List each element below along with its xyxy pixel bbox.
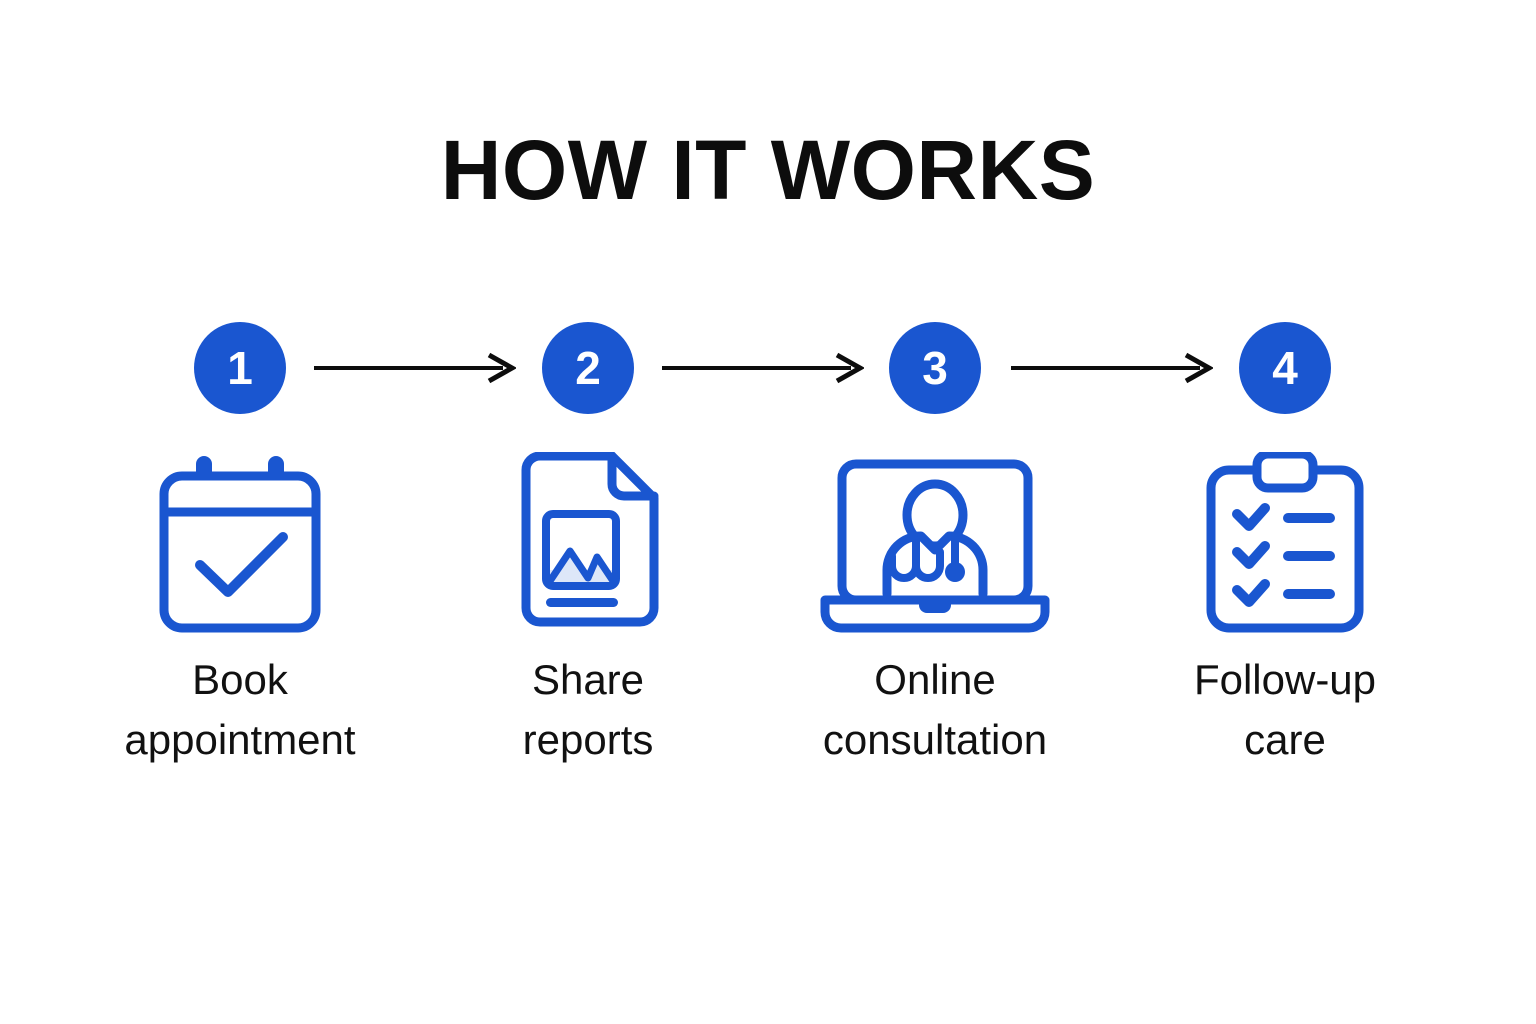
step-item-1[interactable]: Book appointment bbox=[80, 452, 400, 770]
step-label-3: Online consultation bbox=[822, 656, 1048, 763]
step-item-2[interactable]: Share reports bbox=[428, 452, 748, 770]
arrow-right-icon bbox=[1010, 352, 1213, 384]
clipboard-checklist-icon bbox=[1125, 452, 1445, 638]
step-number-badge-1[interactable]: 1 bbox=[194, 322, 286, 414]
step-number-badge-3[interactable]: 3 bbox=[889, 322, 981, 414]
step-number-badge-2[interactable]: 2 bbox=[542, 322, 634, 414]
step-label-2: Share reports bbox=[522, 656, 654, 763]
step-columns: Book appointment bbox=[0, 452, 1536, 812]
arrow-right-icon bbox=[661, 352, 864, 384]
step-label-1: Book appointment bbox=[124, 656, 356, 763]
step-rail: 1 2 3 4 bbox=[0, 322, 1536, 416]
step-item-3[interactable]: Online consultation bbox=[775, 452, 1095, 770]
page-title: HOW IT WORKS bbox=[440, 123, 1096, 217]
calendar-check-icon bbox=[80, 452, 400, 638]
document-image-icon bbox=[428, 452, 748, 638]
laptop-doctor-icon bbox=[775, 452, 1095, 638]
step-number-badge-4[interactable]: 4 bbox=[1239, 322, 1331, 414]
arrow-right-icon bbox=[313, 352, 516, 384]
step-label-4: Follow-up care bbox=[1193, 656, 1377, 763]
step-item-4[interactable]: Follow-up care bbox=[1125, 452, 1445, 770]
